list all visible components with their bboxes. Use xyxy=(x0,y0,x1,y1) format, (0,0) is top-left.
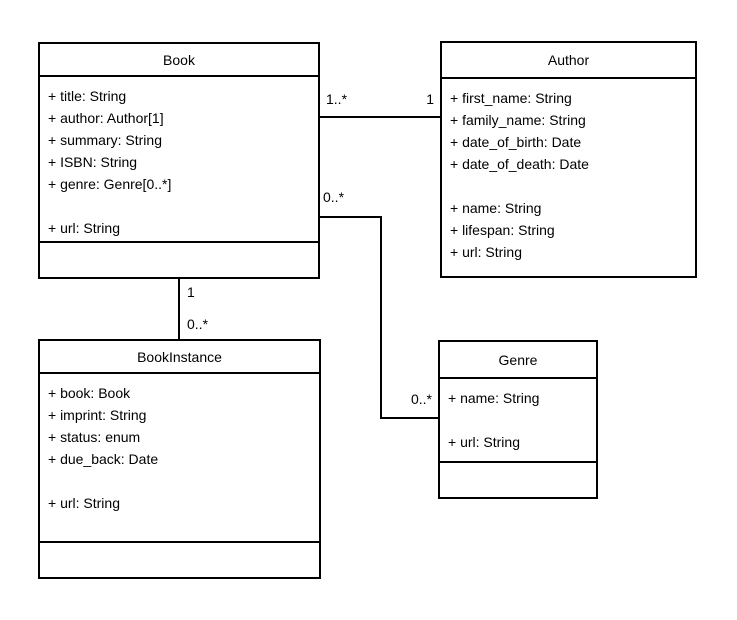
class-box-genre: Genre + name: String + url: String xyxy=(438,340,598,499)
connector-book-genre-segment-2 xyxy=(380,216,382,419)
class-attributes-book: + title: String + author: Author[1] + su… xyxy=(40,77,318,241)
attribute: + due_back: Date xyxy=(48,451,159,467)
class-title-book: Book xyxy=(40,44,318,77)
attribute: + url: String xyxy=(48,220,120,236)
attribute: + date_of_birth: Date xyxy=(450,134,582,150)
class-box-author: Author + first_name: String + family_nam… xyxy=(440,41,697,278)
connector-book-bookinstance xyxy=(178,279,180,339)
attribute: + url: String xyxy=(448,434,520,450)
attribute-spacer xyxy=(448,409,588,431)
attribute: + book: Book xyxy=(48,385,131,401)
multiplicity-book-bookinstance-source: 1 xyxy=(187,284,195,300)
attribute: + url: String xyxy=(48,495,120,511)
attribute: + summary: String xyxy=(48,132,162,148)
attribute: + author: Author[1] xyxy=(48,110,164,126)
multiplicity-book-genre-target: 0..* xyxy=(410,391,432,407)
attribute: + family_name: String xyxy=(450,112,586,128)
class-methods-genre xyxy=(440,461,596,497)
class-box-bookinstance: BookInstance + book: Book + imprint: Str… xyxy=(38,339,321,579)
connector-book-genre-segment-1 xyxy=(320,216,382,218)
class-attributes-bookinstance: + book: Book + imprint: String + status:… xyxy=(40,374,319,541)
attribute: + status: enum xyxy=(48,429,141,445)
class-box-book: Book + title: String + author: Author[1]… xyxy=(38,42,320,279)
class-attributes-author: + first_name: String + family_name: Stri… xyxy=(442,79,695,276)
multiplicity-book-author-target: 1 xyxy=(426,91,434,107)
multiplicity-book-genre-source: 0..* xyxy=(323,189,345,205)
attribute: + name: String xyxy=(448,390,540,406)
connector-book-author xyxy=(320,116,440,118)
connector-book-genre-segment-3 xyxy=(380,417,440,419)
attribute: + lifespan: String xyxy=(450,222,555,238)
attribute-spacer xyxy=(48,195,310,217)
attribute-spacer xyxy=(450,175,687,197)
attribute: + date_of_death: Date xyxy=(450,156,589,172)
attribute: + name: String xyxy=(450,200,542,216)
class-title-genre: Genre xyxy=(440,342,596,379)
attribute-spacer xyxy=(48,470,311,492)
attribute: + title: String xyxy=(48,88,127,104)
class-title-bookinstance: BookInstance xyxy=(40,341,319,374)
attribute: + ISBN: String xyxy=(48,154,138,170)
class-methods-bookinstance xyxy=(40,541,319,577)
class-title-author: Author xyxy=(442,43,695,79)
class-methods-book xyxy=(40,241,318,277)
multiplicity-book-bookinstance-target: 0..* xyxy=(187,316,209,332)
attribute: + imprint: String xyxy=(48,407,147,423)
attribute: + url: String xyxy=(450,244,522,260)
class-attributes-genre: + name: String + url: String xyxy=(440,379,596,461)
multiplicity-book-author-source: 1..* xyxy=(326,91,348,107)
attribute: + genre: Genre[0..*] xyxy=(48,176,172,192)
attribute: + first_name: String xyxy=(450,90,572,106)
